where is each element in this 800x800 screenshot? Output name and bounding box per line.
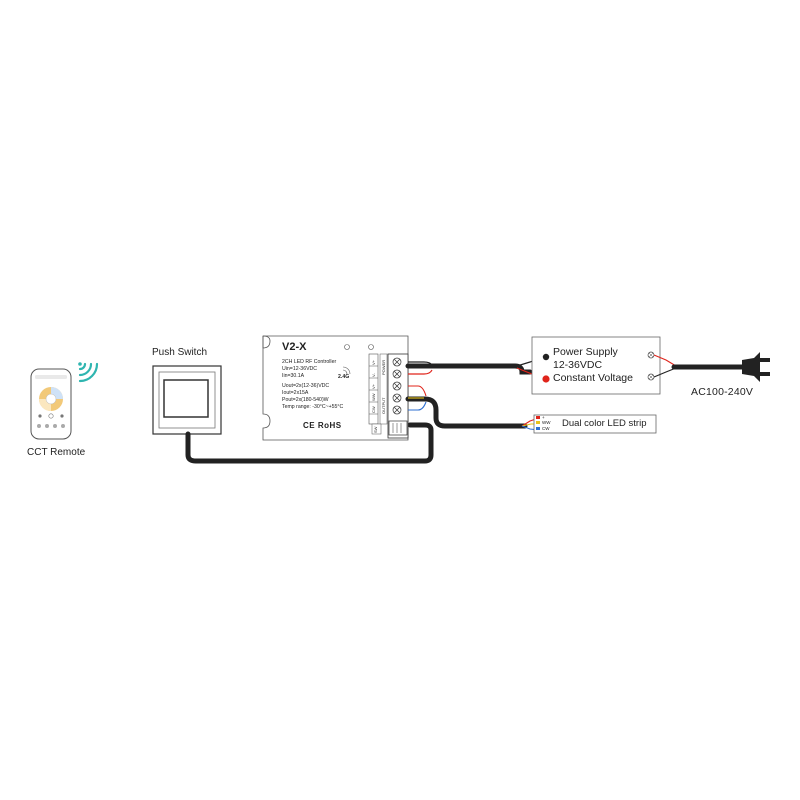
controller-box — [262, 335, 409, 441]
terminal-label-5: CW — [371, 406, 376, 413]
terminal-label-2: V- — [371, 373, 376, 377]
section-label-output: OUTPUT — [381, 397, 386, 414]
controller-rf-band: 2.4G — [338, 374, 350, 380]
power-cable — [405, 363, 533, 375]
controller-cert: CE RoHS — [303, 421, 342, 430]
wireless-signal-icon — [78, 362, 99, 383]
controller-model: V2-X — [282, 341, 307, 353]
led-strip-box — [533, 414, 657, 434]
push-switch-label: Push Switch — [152, 347, 208, 358]
psu-line-2: 12-36VDC — [553, 359, 603, 371]
ac-plug-icon — [742, 352, 770, 382]
terminal-label-1: V+ — [371, 359, 376, 365]
ac-input-label: AC100-240V — [691, 386, 754, 398]
psu-positive-terminal — [542, 375, 550, 383]
terminal-label-4: WW — [371, 393, 376, 401]
push-switch — [152, 365, 222, 435]
power-supply-box — [531, 336, 661, 395]
psu-negative-terminal — [542, 353, 550, 361]
controller-spec-uout: Uout=2x(12-36)VDC — [282, 383, 330, 389]
controller-subtitle: 2CH LED RF Controller — [282, 359, 337, 365]
controller-spec-pout: Pout=2x(180-540)W — [282, 397, 329, 403]
switch-cable — [185, 422, 434, 464]
controller-spec-iin: Iin=30.1A — [282, 373, 305, 379]
terminal-label-3: V+ — [371, 383, 376, 389]
controller-spec-uin: Uin=12-36VDC — [282, 366, 318, 372]
psu-line-1: Power Supply — [553, 346, 618, 358]
terminal-screws — [392, 357, 402, 415]
cct-remote — [30, 368, 72, 440]
led-strip-label: Dual color LED strip — [562, 418, 647, 429]
section-label-power: POWER — [381, 359, 386, 375]
output-cable — [405, 396, 528, 429]
strip-pin-ww: WW — [542, 420, 551, 425]
terminal-label-6: SW — [373, 426, 378, 433]
remote-label: CCT Remote — [27, 447, 86, 458]
controller-spec-temp: Temp range: -30°C~+55°C — [282, 404, 344, 410]
strip-pin-cw: CW — [542, 426, 550, 431]
strip-pin-plus: + — [542, 415, 545, 420]
psu-line-3: Constant Voltage — [553, 372, 633, 384]
controller-spec-iout: Iout=2x15A — [282, 390, 309, 396]
